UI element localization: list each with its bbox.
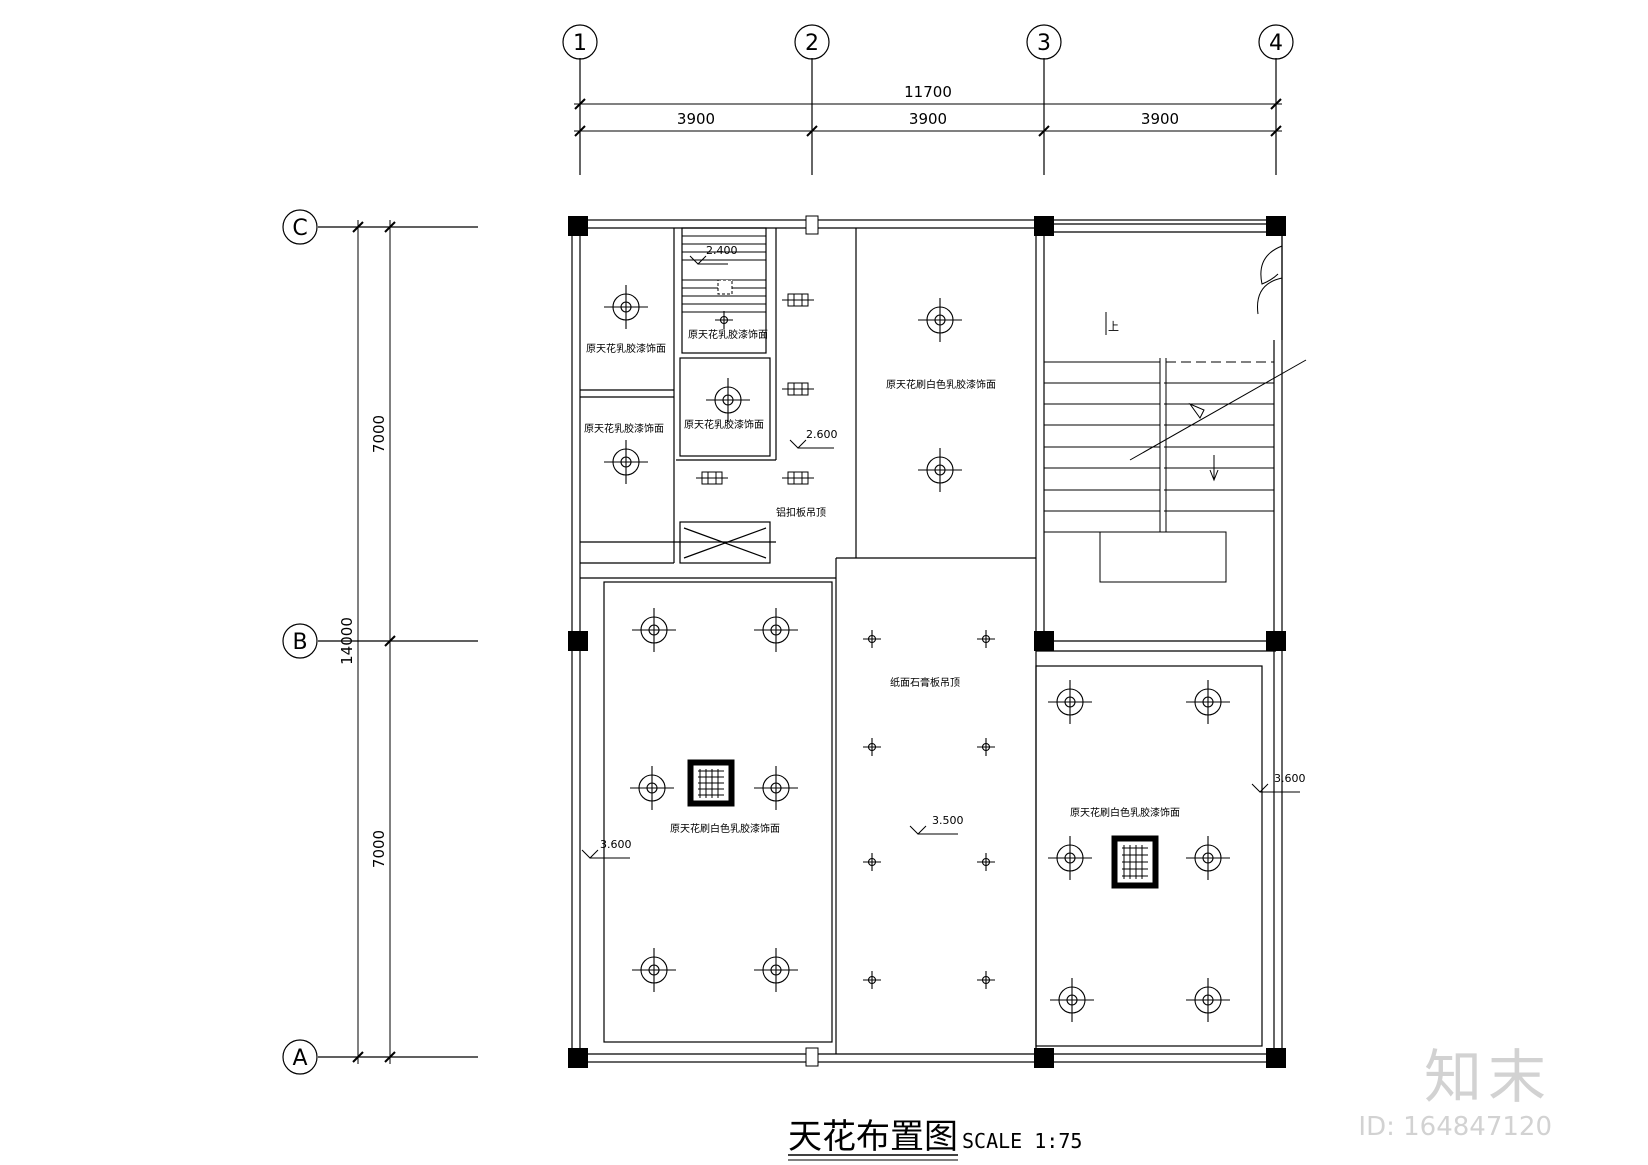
axis-label-C: C	[292, 216, 307, 241]
note-right-room: 原天花刷白色乳胶漆饰面	[1070, 806, 1180, 819]
spot-light-fixture	[977, 853, 995, 871]
axis-bubble-A	[282, 1039, 318, 1075]
spot-light-fixture	[977, 630, 995, 648]
axis-bubble-1	[562, 24, 598, 60]
downlight-fixture	[706, 378, 750, 422]
note-corridor: 铝扣板吊顶	[776, 506, 826, 519]
axis-label-B: B	[292, 630, 307, 655]
ac-unit-right-room	[1111, 835, 1159, 889]
corridor-exhaust-fans	[696, 293, 814, 485]
light-fixtures	[604, 285, 1230, 1022]
note-top-left-1: 原天花乳胶漆饰面	[586, 342, 666, 355]
drawing-title-block: 天花布置图 SCALE 1:75	[788, 1117, 1082, 1161]
dim-top-total: 11700	[904, 83, 952, 101]
level-markers	[581, 255, 1300, 859]
dim-left-bay-2: 7000	[370, 830, 388, 868]
small-stair-treads	[682, 235, 766, 313]
downlight-fixture	[630, 766, 674, 810]
dim-left-bay-1: 7000	[370, 415, 388, 453]
downlight-fixture	[632, 608, 676, 652]
downlight-fixture	[1186, 836, 1230, 880]
downlight-fixture	[918, 298, 962, 342]
downlight-fixture	[754, 948, 798, 992]
level-left-hall: 3.600	[600, 838, 632, 851]
note-left-hall: 原天花刷白色乳胶漆饰面	[670, 822, 780, 835]
level-texts: 2.400 2.600 3.600 3.500 3.600	[600, 244, 1306, 851]
ac-units	[687, 759, 1159, 889]
dim-top-bay-3: 3900	[1141, 110, 1179, 128]
level-stair-hall: 2.400	[706, 244, 738, 257]
axis-bubble-3	[1026, 24, 1062, 60]
spot-light-fixture	[977, 971, 995, 989]
axis-label-2: 2	[805, 31, 819, 56]
room-notes: 原天花乳胶漆饰面 原天花乳胶漆饰面 原天花乳胶漆饰面 原天花乳胶漆饰面 铝扣板吊…	[584, 328, 1180, 835]
spot-light-fixture	[977, 738, 995, 756]
axis-label-A: A	[292, 1046, 307, 1071]
spot-light-fixture	[863, 971, 881, 989]
note-toilet: 原天花乳胶漆饰面	[684, 418, 764, 431]
stair-up-label: 上	[1108, 320, 1119, 333]
level-center-hall: 3.500	[932, 814, 964, 827]
spot-light-fixture	[863, 853, 881, 871]
axis-label-3: 3	[1037, 31, 1051, 56]
axis-bubble-4	[1258, 24, 1294, 60]
main-stair	[1044, 245, 1307, 583]
downlight-fixture	[1048, 836, 1092, 880]
downlight-fixture	[754, 608, 798, 652]
axis-bubble-2	[794, 24, 830, 60]
ac-unit-left-hall	[687, 759, 735, 807]
downlight-fixture	[1050, 978, 1094, 1022]
spot-light-fixture	[863, 738, 881, 756]
dim-top-bay-1: 3900	[677, 110, 715, 128]
dimension-lines	[352, 98, 1282, 1064]
note-top-center: 原天花刷白色乳胶漆饰面	[886, 378, 996, 391]
drawing-title: 天花布置图	[788, 1117, 958, 1157]
door-markers	[805, 215, 819, 1067]
level-corridor: 2.600	[806, 428, 838, 441]
watermark-logo: 知末	[1423, 1043, 1552, 1111]
dim-top-bay-2: 3900	[909, 110, 947, 128]
downlight-fixture	[1186, 680, 1230, 724]
downlight-fixture	[918, 448, 962, 492]
watermark-id: ID: 164847120	[1358, 1112, 1552, 1142]
level-right-room: 3.600	[1274, 772, 1306, 785]
downlight-fixture	[604, 440, 648, 484]
axis-bubble-C	[282, 209, 318, 245]
axis-label-4: 4	[1269, 31, 1283, 56]
downlight-fixture	[1048, 680, 1092, 724]
watermark: 知末 ID: 164847120	[1358, 1030, 1552, 1142]
axis-bubble-B	[282, 623, 318, 659]
drawing-scale: SCALE 1:75	[962, 1129, 1082, 1153]
walls	[571, 219, 1283, 1063]
axis-labels: 1 2 3 4 C B A	[292, 31, 1283, 1071]
downlight-fixture	[754, 766, 798, 810]
axis-label-1: 1	[573, 31, 587, 56]
axis-bubbles	[282, 24, 1294, 1075]
spot-light-fixture	[715, 311, 733, 329]
dimension-texts: 11700 3900 3900 3900 14000 7000 7000	[338, 83, 1179, 868]
columns	[568, 216, 1286, 1068]
downlight-fixture	[1186, 978, 1230, 1022]
note-top-left-2: 原天花乳胶漆饰面	[584, 422, 664, 435]
dim-left-total: 14000	[338, 617, 356, 665]
downlight-fixture	[604, 285, 648, 329]
spot-light-fixture	[863, 630, 881, 648]
note-center-hall: 纸面石膏板吊顶	[890, 676, 960, 689]
downlight-fixture	[632, 948, 676, 992]
note-stair-small: 原天花乳胶漆饰面	[688, 328, 768, 341]
